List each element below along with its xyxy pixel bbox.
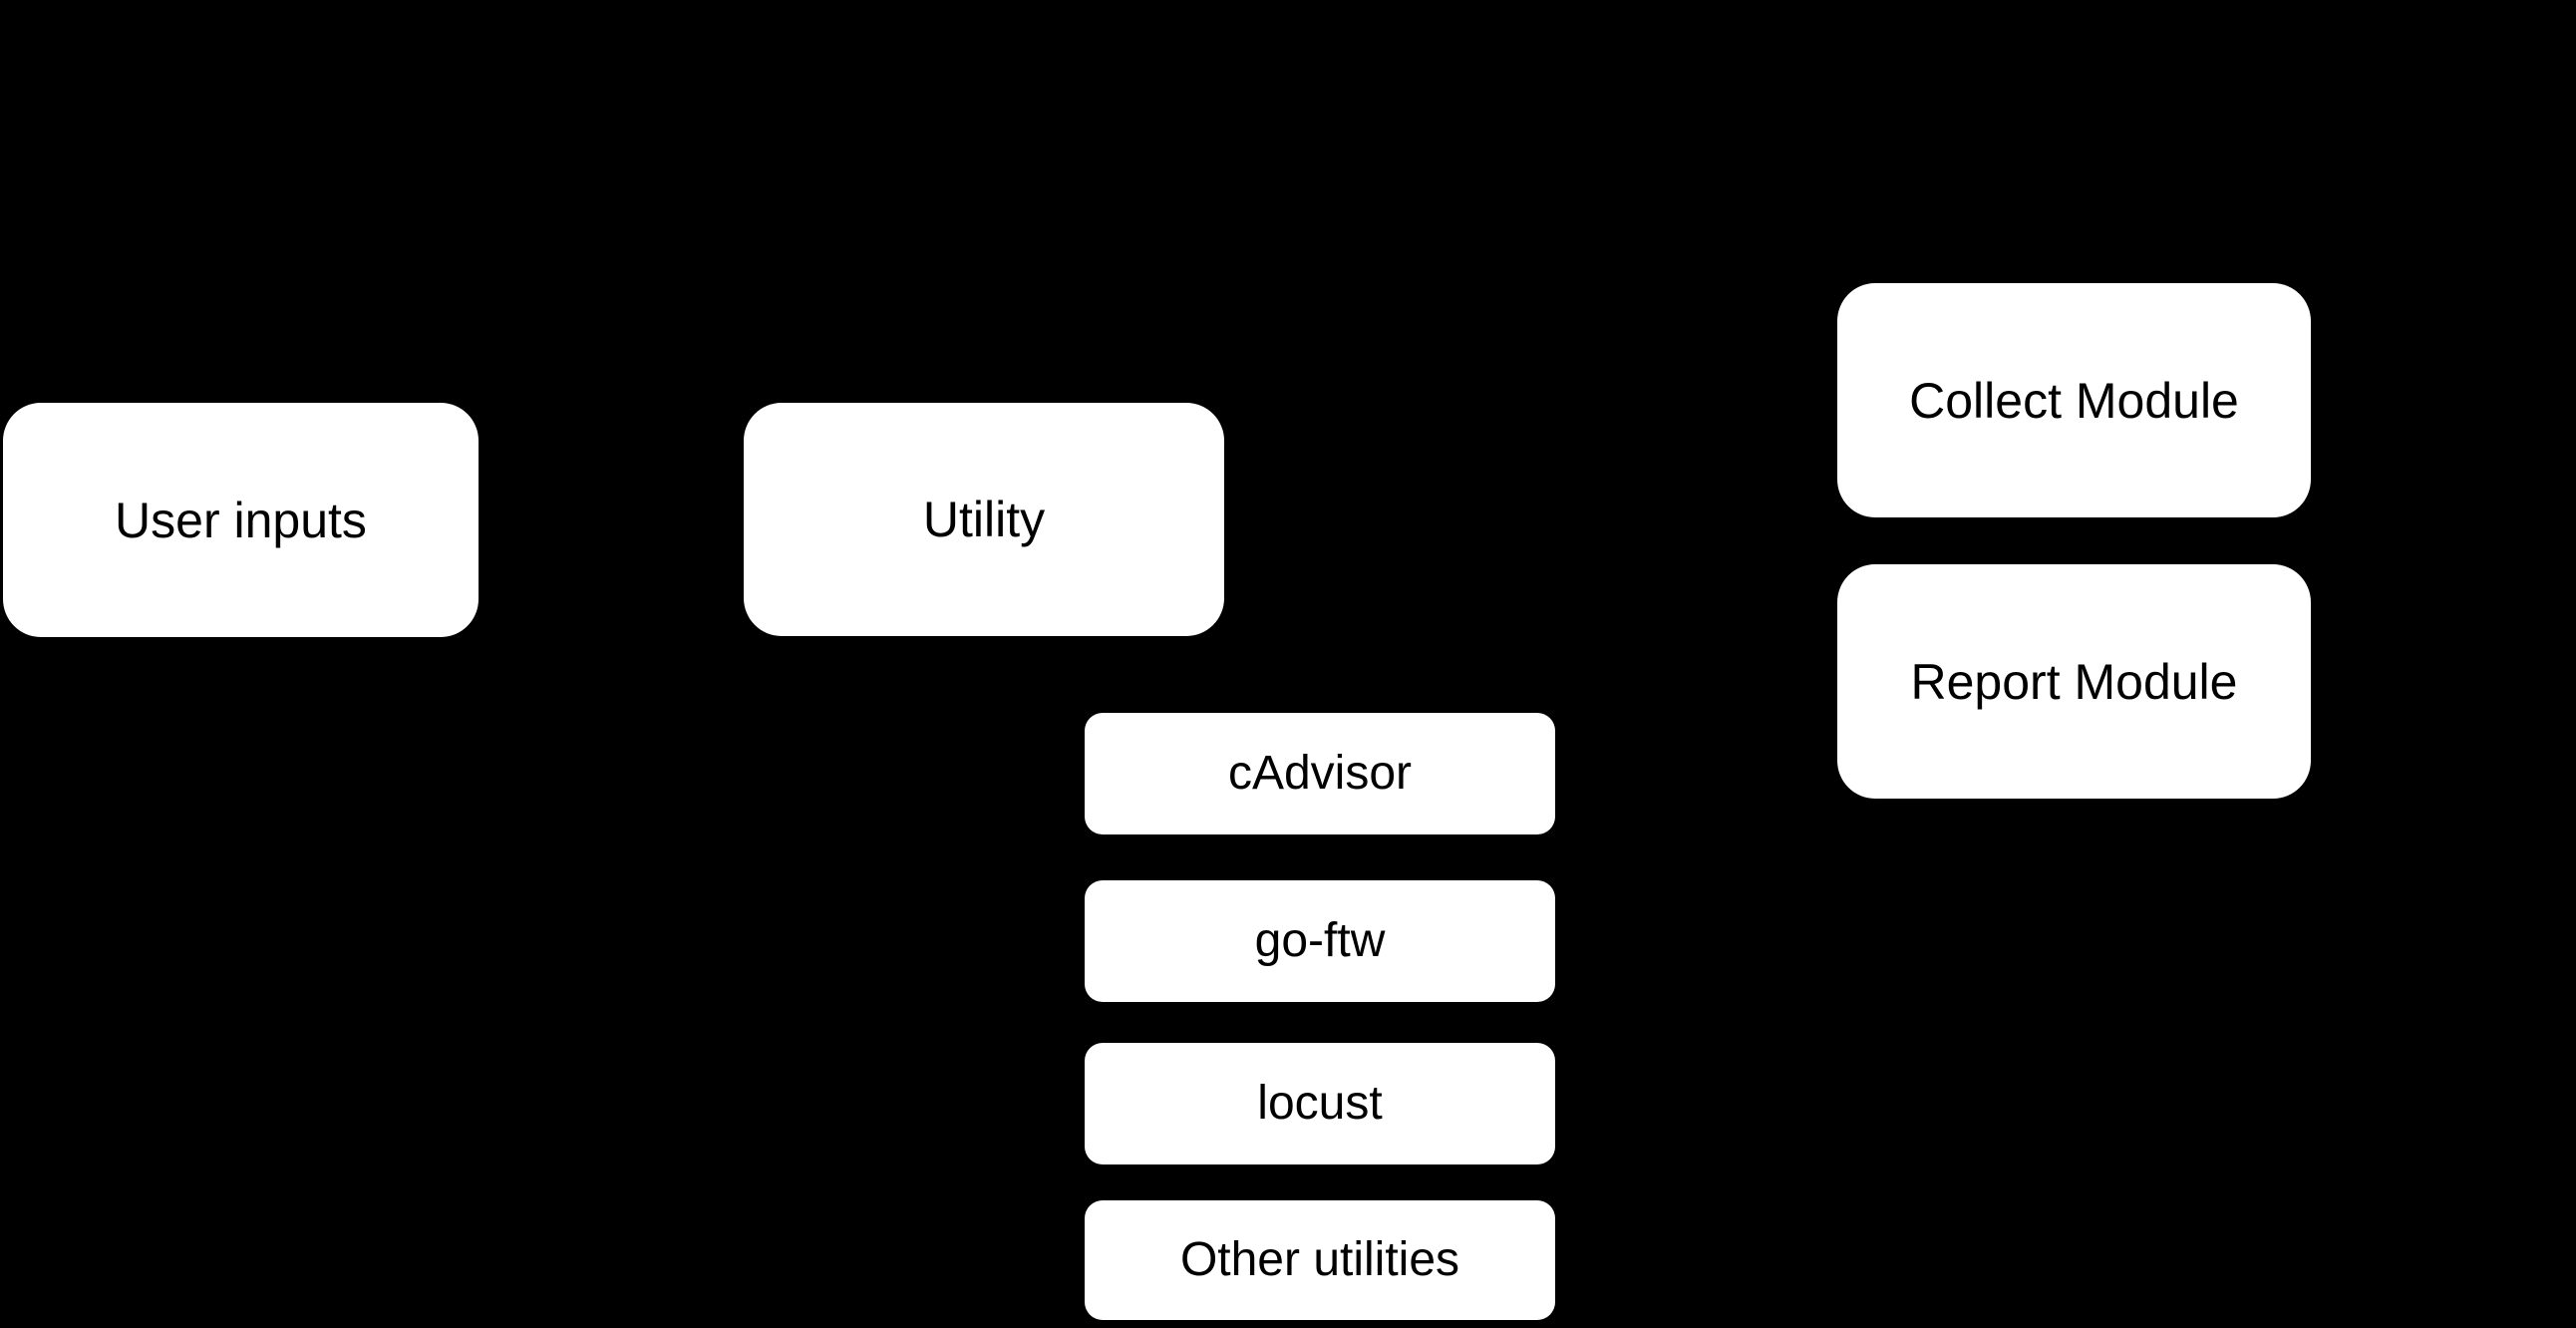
node-label: User inputs [115, 492, 367, 548]
node-report-module: Report Module [1837, 564, 2311, 799]
node-label: locust [1257, 1077, 1383, 1131]
node-utility: Utility [744, 403, 1224, 636]
node-other-utilities: Other utilities [1085, 1200, 1555, 1320]
node-cadvisor: cAdvisor [1085, 713, 1555, 834]
node-go-ftw: go-ftw [1085, 880, 1555, 1002]
node-label: go-ftw [1254, 914, 1386, 968]
node-user-inputs: User inputs [3, 403, 479, 637]
node-label: Collect Module [1909, 372, 2239, 429]
node-label: cAdvisor [1227, 747, 1413, 801]
node-label: Report Module [1910, 653, 2238, 710]
node-locust: locust [1085, 1043, 1555, 1164]
node-label: Utility [922, 492, 1046, 547]
node-label: Other utilities [1179, 1233, 1460, 1287]
node-collect-module: Collect Module [1837, 283, 2311, 517]
